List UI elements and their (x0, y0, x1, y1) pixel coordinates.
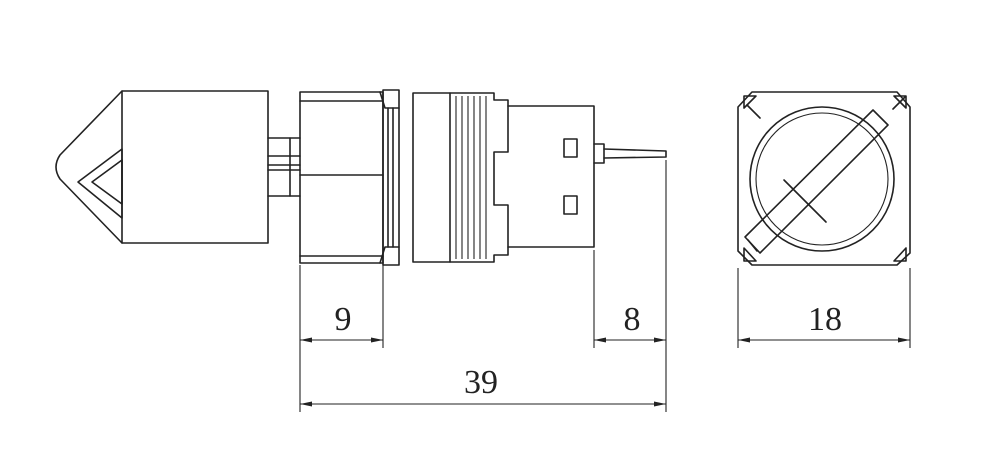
dimension-label-width: 18 (808, 301, 842, 338)
switch-side-view (299, 89, 667, 266)
dimension-label-front-depth: 9 (335, 301, 352, 338)
key-icon (55, 90, 301, 244)
dimension-label-overall-length: 39 (464, 364, 498, 401)
switch-front-view (737, 91, 911, 266)
dimension-label-terminal-length: 8 (624, 301, 641, 338)
dimension-lines (299, 160, 911, 412)
